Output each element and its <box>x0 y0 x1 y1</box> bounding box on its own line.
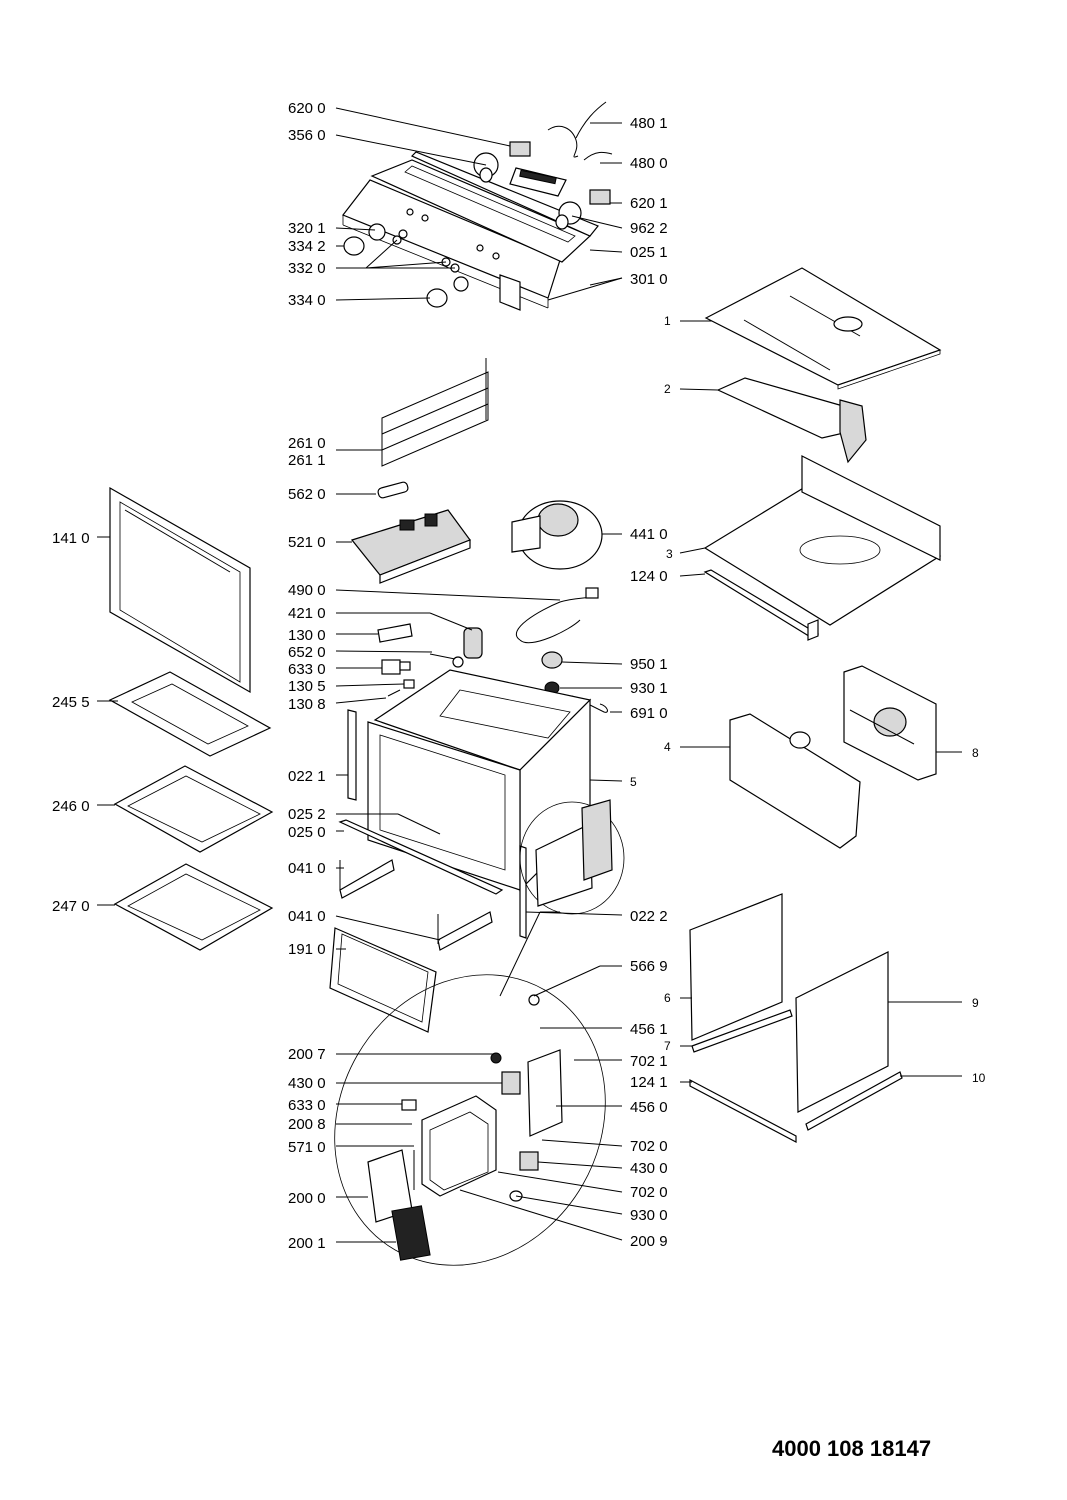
part-label: 200 0 <box>288 1190 326 1207</box>
part-label: 130 8 <box>288 696 326 713</box>
steam-generator-detail-part <box>334 911 606 1266</box>
part-label: 332 0 <box>288 260 326 277</box>
heating-element-part <box>339 859 493 951</box>
part-label: 702 0 <box>630 1184 668 1201</box>
side-strip-part <box>347 709 527 939</box>
part-label: 571 0 <box>288 1139 326 1156</box>
knob-part <box>343 223 469 308</box>
part-label: 490 0 <box>288 582 326 599</box>
fuse-part <box>377 481 409 499</box>
blower-part <box>511 500 603 570</box>
top-cover-part <box>704 267 942 390</box>
part-label: 620 1 <box>630 195 668 212</box>
tray-part <box>108 671 274 951</box>
part-label: 130 5 <box>288 678 326 695</box>
part-label: 950 1 <box>630 656 668 673</box>
part-label: 430 0 <box>630 1160 668 1177</box>
part-label: 456 0 <box>630 1099 668 1116</box>
part-label: 633 0 <box>288 1097 326 1114</box>
part-label: 320 1 <box>288 220 326 237</box>
part-label: 480 1 <box>630 115 668 132</box>
part-labels: 620 0 356 0 480 1 480 0 620 1 962 2 320 … <box>52 100 986 1252</box>
part-label: 025 2 <box>288 806 326 823</box>
part-label: 261 0 <box>288 435 326 452</box>
door-part <box>109 486 251 694</box>
control-panel-part <box>342 151 599 311</box>
rail-part <box>703 569 820 641</box>
part-label: 356 0 <box>288 127 326 144</box>
steam-generator-housing-part <box>519 799 625 915</box>
part-label: 261 1 <box>288 452 326 469</box>
part-label: 562 0 <box>288 486 326 503</box>
control-board-part <box>350 509 471 584</box>
side-panel-part <box>689 893 889 1113</box>
part-label: 652 0 <box>288 644 326 661</box>
part-label: 124 1 <box>630 1074 668 1091</box>
thermostat-part <box>541 651 608 713</box>
part-label: 480 0 <box>630 155 668 172</box>
power-cord-part <box>516 587 599 644</box>
part-label: 041 0 <box>288 860 326 877</box>
part-label: 025 1 <box>630 244 668 261</box>
part-label: 930 0 <box>630 1207 668 1224</box>
part-label: 620 0 <box>288 100 326 117</box>
part-label: 334 0 <box>288 292 326 309</box>
part-label: 245 5 <box>52 694 90 711</box>
part-label: 124 0 <box>630 568 668 585</box>
part-label: 441 0 <box>630 526 668 543</box>
door-seal-part <box>329 927 437 1033</box>
part-label: 6 <box>664 991 671 1005</box>
part-label: 962 2 <box>630 220 668 237</box>
part-label: 633 0 <box>288 661 326 678</box>
bottom-rail-part <box>338 819 504 895</box>
part-label: 141 0 <box>52 530 90 547</box>
part-label: 7 <box>664 1039 671 1053</box>
part-label: 246 0 <box>52 798 90 815</box>
part-label: 200 9 <box>630 1233 668 1250</box>
part-label: 334 2 <box>288 238 326 255</box>
part-label: 200 7 <box>288 1046 326 1063</box>
switch-part <box>509 141 611 205</box>
part-label: 5 <box>630 775 637 789</box>
part-label: 4 <box>664 740 671 754</box>
part-label: 566 9 <box>630 958 668 975</box>
part-label: 456 1 <box>630 1021 668 1038</box>
part-label: 041 0 <box>288 908 326 925</box>
part-label: 430 0 <box>288 1075 326 1092</box>
part-label: 691 0 <box>630 705 668 722</box>
part-label: 521 0 <box>288 534 326 551</box>
part-label: 025 0 <box>288 824 326 841</box>
part-label: 702 0 <box>630 1138 668 1155</box>
oven-liner-part <box>729 713 861 849</box>
part-label: 301 0 <box>630 271 668 288</box>
part-label: 702 1 <box>630 1053 668 1070</box>
part-label: 9 <box>972 996 979 1010</box>
document-number: 4000 108 18147 <box>772 1436 932 1461</box>
part-label: 200 8 <box>288 1116 326 1133</box>
duct-part <box>716 377 867 464</box>
part-label: 130 0 <box>288 627 326 644</box>
fan-plate-part <box>843 665 937 781</box>
part-label: 200 1 <box>288 1235 326 1252</box>
small-components-part <box>377 623 483 697</box>
part-label: 247 0 <box>52 898 90 915</box>
wiring-harness-part <box>547 101 613 161</box>
part-label: 3 <box>666 547 673 561</box>
part-label: 022 2 <box>630 908 668 925</box>
base-plate-part <box>703 455 942 626</box>
part-label: 421 0 <box>288 605 326 622</box>
part-label: 8 <box>972 746 979 760</box>
display-board-part <box>509 167 567 197</box>
side-rail-part <box>689 1009 903 1143</box>
shelf-rack-part <box>381 358 489 467</box>
part-label: 1 <box>664 314 671 328</box>
part-label: 10 <box>972 1071 986 1085</box>
part-label: 930 1 <box>630 680 668 697</box>
part-label: 2 <box>664 382 671 396</box>
part-label: 191 0 <box>288 941 326 958</box>
leader-lines <box>97 107 962 1243</box>
part-label: 022 1 <box>288 768 326 785</box>
